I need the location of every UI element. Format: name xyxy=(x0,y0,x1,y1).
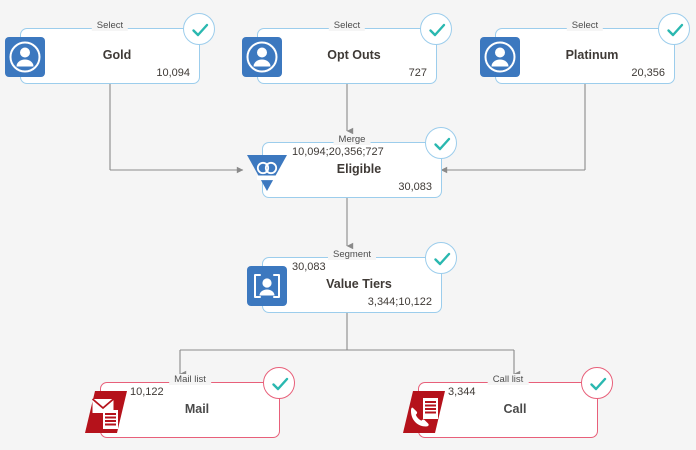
person-icon xyxy=(3,35,47,79)
node-title: Mail xyxy=(184,402,210,416)
node-title: Gold xyxy=(102,48,132,62)
node-gold[interactable]: Select Gold 10,094 xyxy=(5,13,215,84)
status-badge-check-icon[interactable] xyxy=(425,242,457,274)
person-icon xyxy=(240,35,284,79)
node-eligible[interactable]: Merge 10,094;20,356;727 Eligible 30,083 xyxy=(247,127,457,198)
node-count-out: 20,356 xyxy=(631,67,665,79)
node-mail[interactable]: Mail list 10,122 Mail xyxy=(85,367,295,438)
node-count-in: 30,083 xyxy=(292,261,326,273)
node-title: Value Tiers xyxy=(326,277,392,291)
node-type-label: Call list xyxy=(487,374,529,385)
funnel-merge-icon xyxy=(241,145,293,197)
status-badge-check-icon[interactable] xyxy=(420,13,452,45)
phone-icon xyxy=(399,387,449,437)
node-title: Platinum xyxy=(565,48,619,62)
status-badge-check-icon[interactable] xyxy=(425,127,457,159)
node-type-label: Mail list xyxy=(169,374,211,385)
node-count-out: 3,344;10,122 xyxy=(367,296,432,308)
node-type-label: Select xyxy=(328,20,366,31)
node-count-out: 30,083 xyxy=(398,181,432,193)
node-platinum[interactable]: Select Platinum 20,356 xyxy=(480,13,690,84)
node-type-label: Merge xyxy=(333,134,371,145)
node-value-tiers[interactable]: Segment 30,083 Value Tiers 3,344;10,122 xyxy=(247,242,457,313)
node-type-label: Select xyxy=(91,20,129,31)
node-count-out: 10,094 xyxy=(156,67,190,79)
node-title: Eligible xyxy=(336,162,382,176)
node-count-in: 10,094;20,356;727 xyxy=(292,146,384,158)
node-call[interactable]: Call list 3,344 Call xyxy=(403,367,613,438)
node-count-out: 727 xyxy=(408,67,427,79)
node-title: Opt Outs xyxy=(327,48,381,62)
status-badge-check-icon[interactable] xyxy=(183,13,215,45)
node-type-label: Segment xyxy=(327,249,377,260)
envelope-icon xyxy=(81,387,131,437)
node-count-in: 10,122 xyxy=(130,386,164,398)
node-opt-outs[interactable]: Select Opt Outs 727 xyxy=(242,13,452,84)
status-badge-check-icon[interactable] xyxy=(581,367,613,399)
person-icon xyxy=(478,35,522,79)
segment-person-icon xyxy=(245,264,289,308)
node-count-in: 3,344 xyxy=(448,386,476,398)
node-type-label: Select xyxy=(566,20,604,31)
status-badge-check-icon[interactable] xyxy=(263,367,295,399)
node-title: Call xyxy=(503,402,527,416)
status-badge-check-icon[interactable] xyxy=(658,13,690,45)
